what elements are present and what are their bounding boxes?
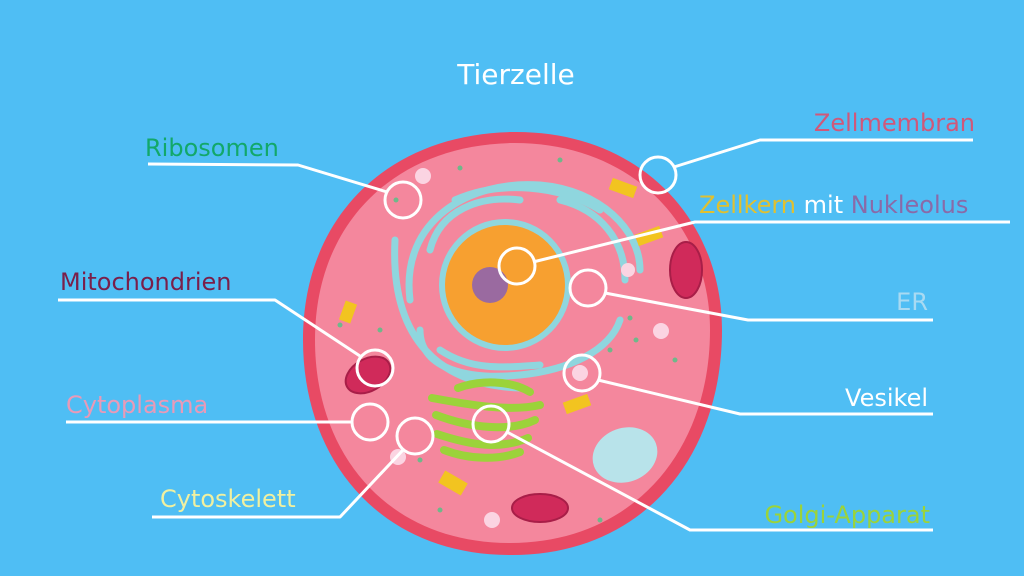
- label-cytoskelett: Cytoskelett: [160, 485, 296, 513]
- label-zellmembran: Zellmembran: [814, 109, 975, 137]
- label-zellkern: Zellkern: [699, 191, 796, 219]
- callouts: [58, 138, 1010, 532]
- vesicles: [390, 168, 669, 528]
- centrioles: [338, 177, 664, 496]
- label-mit: mit: [804, 191, 843, 219]
- mitochondria: [344, 241, 703, 523]
- label-zellkern-mit-nukleolus: Zellkern mit Nukleolus: [699, 191, 968, 219]
- label-golgi-apparat: Golgi-Apparat: [764, 501, 930, 529]
- label-vesikel: Vesikel: [845, 384, 928, 412]
- label-nukleolus: Nukleolus: [851, 191, 969, 219]
- vacuole: [592, 427, 658, 483]
- label-er: ER: [896, 288, 928, 316]
- diagram-title: Tierzelle: [456, 58, 574, 91]
- label-ribosomen: Ribosomen: [145, 134, 279, 162]
- nucleolus: [472, 267, 508, 303]
- ribosome-dots: [337, 157, 678, 523]
- label-mitochondrien: Mitochondrien: [60, 268, 232, 296]
- label-cytoplasma: Cytoplasma: [66, 391, 208, 419]
